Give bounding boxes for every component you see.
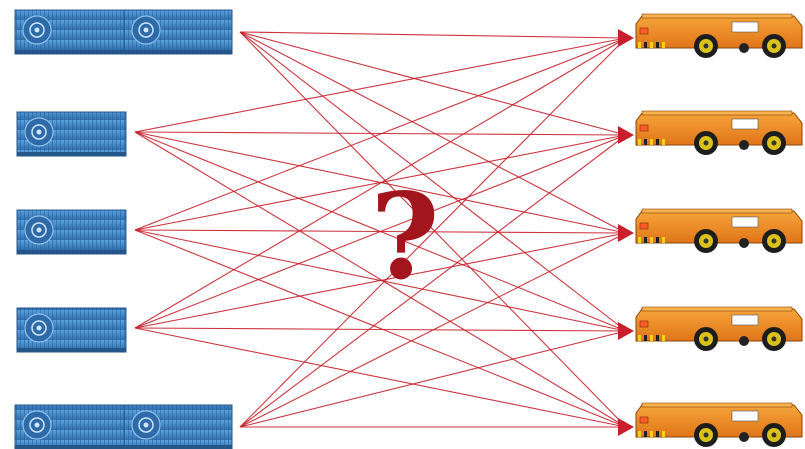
connection-line bbox=[239, 31, 627, 332]
connection-line bbox=[134, 37, 627, 133]
connection-line bbox=[134, 232, 627, 329]
container-column bbox=[14, 9, 233, 449]
connection-line bbox=[239, 134, 627, 428]
connection-line bbox=[239, 37, 627, 428]
container-2 bbox=[16, 111, 127, 157]
connection-line bbox=[134, 327, 627, 332]
connection-line bbox=[239, 31, 627, 428]
arrowhead bbox=[618, 29, 634, 47]
connection-lines bbox=[134, 29, 634, 436]
arrowhead bbox=[618, 322, 634, 340]
vehicle-column bbox=[635, 13, 803, 447]
container-4 bbox=[16, 307, 127, 353]
connection-line bbox=[134, 134, 627, 329]
vehicle-3 bbox=[635, 208, 803, 253]
vehicle-4 bbox=[635, 306, 803, 351]
container-3 bbox=[16, 209, 127, 255]
arrowhead bbox=[618, 224, 634, 242]
connection-line bbox=[134, 37, 627, 329]
arrowhead bbox=[618, 126, 634, 144]
connection-line bbox=[134, 131, 627, 428]
container-5 bbox=[14, 404, 233, 449]
connection-line bbox=[134, 229, 627, 428]
connection-line bbox=[239, 31, 627, 39]
arrowhead bbox=[618, 418, 634, 436]
container-1 bbox=[14, 9, 233, 55]
connection-line bbox=[239, 232, 627, 428]
vehicle-1 bbox=[635, 13, 803, 58]
vehicle-2 bbox=[635, 110, 803, 155]
connection-line bbox=[134, 327, 627, 428]
vehicle-5 bbox=[635, 402, 803, 447]
connection-line bbox=[239, 31, 627, 234]
connection-line bbox=[239, 31, 627, 136]
connection-line bbox=[239, 330, 627, 428]
connection-line bbox=[134, 37, 627, 231]
question-mark: ? bbox=[370, 167, 439, 306]
